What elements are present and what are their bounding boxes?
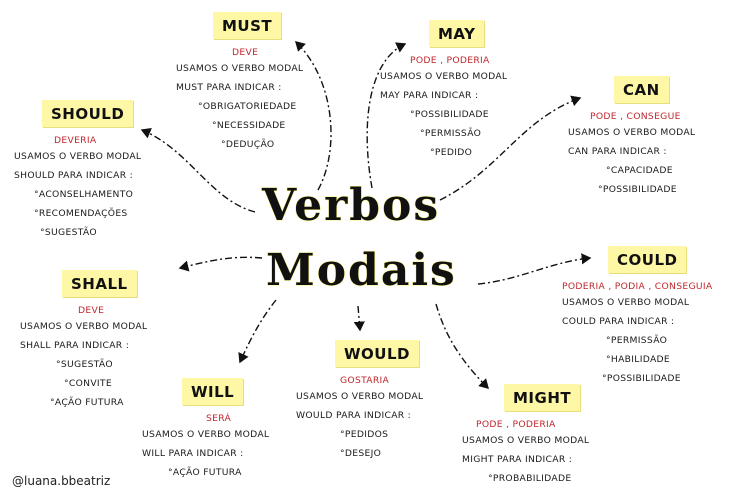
sense-shall: DEVE [78, 305, 105, 316]
item-must: °DEDUÇÃO [221, 139, 275, 150]
sense-would: GOSTARIA [340, 375, 390, 386]
node-shall: SHALL DEVE USAMOS O VERBO MODAL SHALL PA… [20, 270, 147, 412]
usage-might: USAMOS O VERBO MODAL [462, 435, 590, 446]
label-should: SHOULD [42, 100, 134, 127]
arrow-should [140, 128, 256, 213]
item-must: °OBRIGATORIEDADE [198, 101, 297, 112]
arrow-must [294, 41, 332, 191]
usage-would: WOULD PARA INDICAR : [296, 410, 412, 421]
arrow-shall [178, 256, 263, 272]
sense-might: PODE , PODERIA [476, 419, 556, 430]
item-could: °POSSIBILIDADE [602, 373, 681, 384]
sense-could: PODERIA , PODIA , CONSEGUIA [562, 281, 713, 292]
node-would: WOULD GOSTARIA USAMOS O VERBO MODAL WOUL… [296, 340, 423, 463]
label-will: WILL [182, 378, 244, 405]
usage-should: SHOULD PARA INDICAR : [14, 170, 134, 181]
item-may: °PERMISSÃO [420, 128, 482, 139]
item-could: °PERMISSÃO [606, 335, 668, 346]
label-could: COULD [608, 246, 687, 273]
node-can: CAN PODE , CONSEGUE USAMOS O VERBO MODAL… [568, 76, 695, 199]
sense-will: SERÁ [206, 413, 232, 424]
node-might: MIGHT PODE , PODERIA USAMOS O VERBO MODA… [462, 384, 589, 488]
item-can: °POSSIBILIDADE [598, 184, 677, 195]
item-may: °POSSIBILIDADE [410, 109, 489, 120]
item-shall: °SUGESTÃO [56, 359, 113, 370]
usage-shall: USAMOS O VERBO MODAL [20, 321, 148, 332]
sense-must: DEVE [232, 47, 259, 58]
item-will: °AÇÃO FUTURA [168, 467, 242, 478]
usage-can: CAN PARA INDICAR : [568, 146, 667, 157]
item-should: °ACONSELHAMENTO [34, 189, 134, 200]
item-could: °HABILIDADE [606, 354, 671, 365]
usage-must: MUST PARA INDICAR : [176, 82, 282, 93]
usage-will: WILL PARA INDICAR : [142, 448, 244, 459]
label-may: MAY [429, 20, 485, 47]
usage-can: USAMOS O VERBO MODAL [568, 127, 696, 138]
item-can: °CAPACIDADE [606, 165, 673, 176]
node-could: COULD PODERIA , PODIA , CONSEGUIA USAMOS… [562, 246, 713, 388]
usage-should: USAMOS O VERBO MODAL [14, 151, 142, 162]
sense-can: PODE , CONSEGUE [590, 111, 681, 122]
sense-may: PODE , PODERIA [410, 55, 490, 66]
node-must: MUST DEVE USAMOS O VERBO MODAL MUST PARA… [176, 12, 303, 154]
item-would: °DESEJO [340, 448, 382, 459]
item-should: °SUGESTÃO [40, 227, 97, 238]
item-would: °PEDIDOS [340, 429, 389, 440]
item-should: °RECOMENDAÇÕES [34, 208, 128, 219]
item-shall: °CONVITE [64, 378, 112, 389]
arrow-will [238, 299, 277, 364]
author-handle: @luana.bbeatriz [12, 474, 111, 488]
node-will: WILL SERÁ USAMOS O VERBO MODAL WILL PARA… [142, 378, 269, 482]
label-might: MIGHT [504, 384, 581, 411]
usage-would: USAMOS O VERBO MODAL [296, 391, 424, 402]
arrow-might [435, 303, 489, 389]
label-can: CAN [614, 76, 669, 103]
usage-shall: SHALL PARA INDICAR : [20, 340, 130, 351]
label-shall: SHALL [62, 270, 137, 297]
arrow-may [366, 42, 407, 189]
item-shall: °AÇÃO FUTURA [50, 397, 124, 408]
arrow-can [439, 95, 582, 201]
item-must: °NECESSIDADE [212, 120, 286, 131]
usage-may: USAMOS O VERBO MODAL [380, 71, 508, 82]
title-line-1: Verbos [261, 180, 441, 232]
label-must: MUST [213, 12, 282, 39]
usage-must: USAMOS O VERBO MODAL [176, 63, 304, 74]
item-might: °PROBABILIDADE [488, 473, 572, 484]
usage-might: MIGHT PARA INDICAR : [462, 454, 573, 465]
usage-will: USAMOS O VERBO MODAL [142, 429, 270, 440]
title-line-2: Modais [266, 245, 457, 297]
arrow-would [353, 305, 365, 332]
label-would: WOULD [335, 340, 419, 367]
sense-should: DEVERIA [54, 135, 97, 146]
item-may: °PEDIDO [430, 147, 473, 158]
usage-could: COULD PARA INDICAR : [562, 316, 675, 327]
node-may: MAY PODE , PODERIA USAMOS O VERBO MODAL … [380, 20, 507, 162]
usage-could: USAMOS O VERBO MODAL [562, 297, 690, 308]
node-should: SHOULD DEVERIA USAMOS O VERBO MODAL SHOU… [14, 100, 141, 242]
usage-may: MAY PARA INDICAR : [380, 90, 479, 101]
